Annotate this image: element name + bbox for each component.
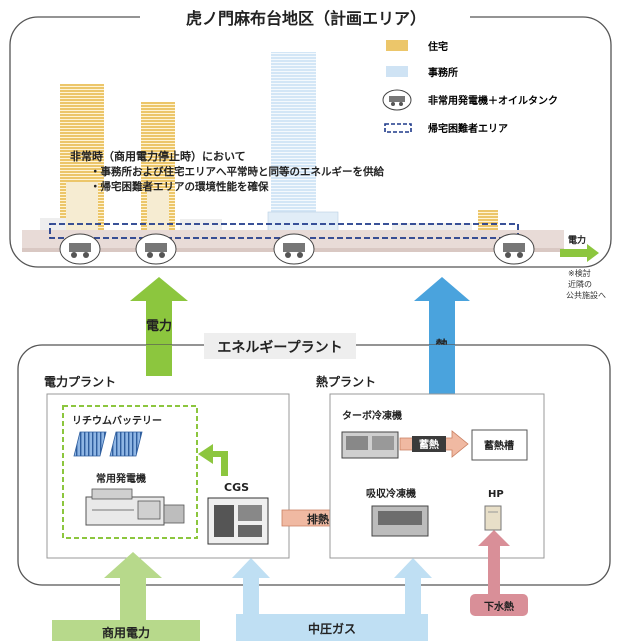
gas-arrow-cgs	[232, 558, 270, 615]
sewage-heat-box	[470, 594, 528, 616]
power-generator-icon	[85, 488, 185, 526]
legend-label-residential: 住宅	[428, 40, 448, 53]
title-backdrop	[140, 6, 470, 28]
low-building-right	[392, 223, 472, 232]
generator-oiltank-icon	[273, 233, 315, 265]
power-out-label: 電力	[568, 234, 586, 246]
commercial-power-arrow	[104, 552, 162, 620]
hp-label: HP	[488, 489, 504, 500]
storage-tank-box	[471, 429, 528, 461]
heat-plant-box	[329, 393, 545, 559]
emergency-heading: 非常時（商用電力停止時）において	[70, 149, 246, 163]
exhaust-heat-label: 排熱	[307, 512, 329, 526]
power-out-note-3: 公共施設へ	[566, 290, 606, 300]
generator-oiltank-icon	[493, 233, 535, 265]
emergency-bullet-2: ・帰宅困難者エリアの環境性能を確保	[90, 180, 269, 193]
heat-storage-tag	[412, 436, 446, 452]
commercial-power-label: 商用電力	[102, 625, 150, 640]
legend-label-office: 事務所	[428, 66, 458, 79]
absorption-chiller-icon	[371, 505, 429, 537]
power-out-note-1: ※検討	[568, 268, 591, 278]
battery-label: リチウムバッテリー	[72, 415, 162, 427]
cgs-unit-icon	[207, 497, 269, 545]
residential-low-building	[478, 210, 498, 230]
cgs-to-grid-arrow	[198, 444, 228, 476]
power-up-arrow	[130, 277, 188, 374]
turbo-chiller-label: ターボ冷凍機	[342, 409, 402, 422]
heat-up-arrow-stem	[429, 345, 455, 398]
power-out-arrow	[560, 244, 599, 262]
legend-swatch-office	[386, 66, 408, 77]
legend-swatch-refuge	[384, 123, 412, 133]
heat-pump-icon	[484, 505, 502, 531]
generator-circles	[59, 233, 535, 265]
district-title: 虎ノ門麻布台地区（計画エリア）	[186, 9, 426, 28]
residential-tower-1	[60, 84, 104, 230]
legend-swatch-residential	[386, 40, 408, 51]
heat-up-arrow	[414, 277, 470, 398]
plant-title-box	[204, 333, 356, 359]
power-up-arrow-stem	[146, 345, 172, 376]
commercial-power-bar	[52, 620, 200, 641]
battery-generator-group	[62, 405, 198, 539]
power-out-note-2: 近隣の	[568, 279, 592, 289]
gas-bar	[236, 614, 428, 641]
power-up-label: 電力	[146, 318, 172, 334]
plant-title: エネルギープラント	[217, 339, 342, 356]
heat-storage-label: 蓄熱	[419, 438, 439, 451]
heat-plant-title: 熱プラント	[316, 374, 376, 389]
cgs-label: CGS	[224, 481, 249, 494]
lithium-battery-icon	[73, 431, 143, 457]
legend: 住宅 事務所 非常用発電機＋オイルタンク 帰宅困難者エリア	[382, 40, 558, 135]
low-building-mid	[180, 219, 222, 230]
generator-oiltank-icon	[59, 233, 101, 265]
legend-label-refuge: 帰宅困難者エリア	[428, 122, 508, 135]
emergency-bullet-1: ・事務所および住宅エリアへ平常時と同等のエネルギーを供給	[90, 165, 384, 178]
generator-label: 常用発電機	[96, 472, 146, 485]
legend-generator-icon	[382, 89, 412, 111]
absorption-chiller-label: 吸収冷凍機	[366, 487, 416, 500]
sewage-heat-arrow	[478, 530, 510, 598]
residential-tower-2	[141, 102, 175, 230]
office-tower	[267, 52, 339, 235]
sewage-heat-label: 下水熱	[484, 600, 514, 613]
gas-arrow-absorption	[394, 558, 432, 615]
storage-tank-label: 蓄熱槽	[484, 439, 514, 452]
generator-oiltank-icon	[135, 233, 177, 265]
power-plant-title: 電力プラント	[44, 374, 116, 389]
legend-label-generator: 非常用発電機＋オイルタンク	[428, 94, 558, 107]
gas-label: 中圧ガス	[308, 621, 356, 636]
turbo-chiller-icon	[341, 431, 399, 459]
